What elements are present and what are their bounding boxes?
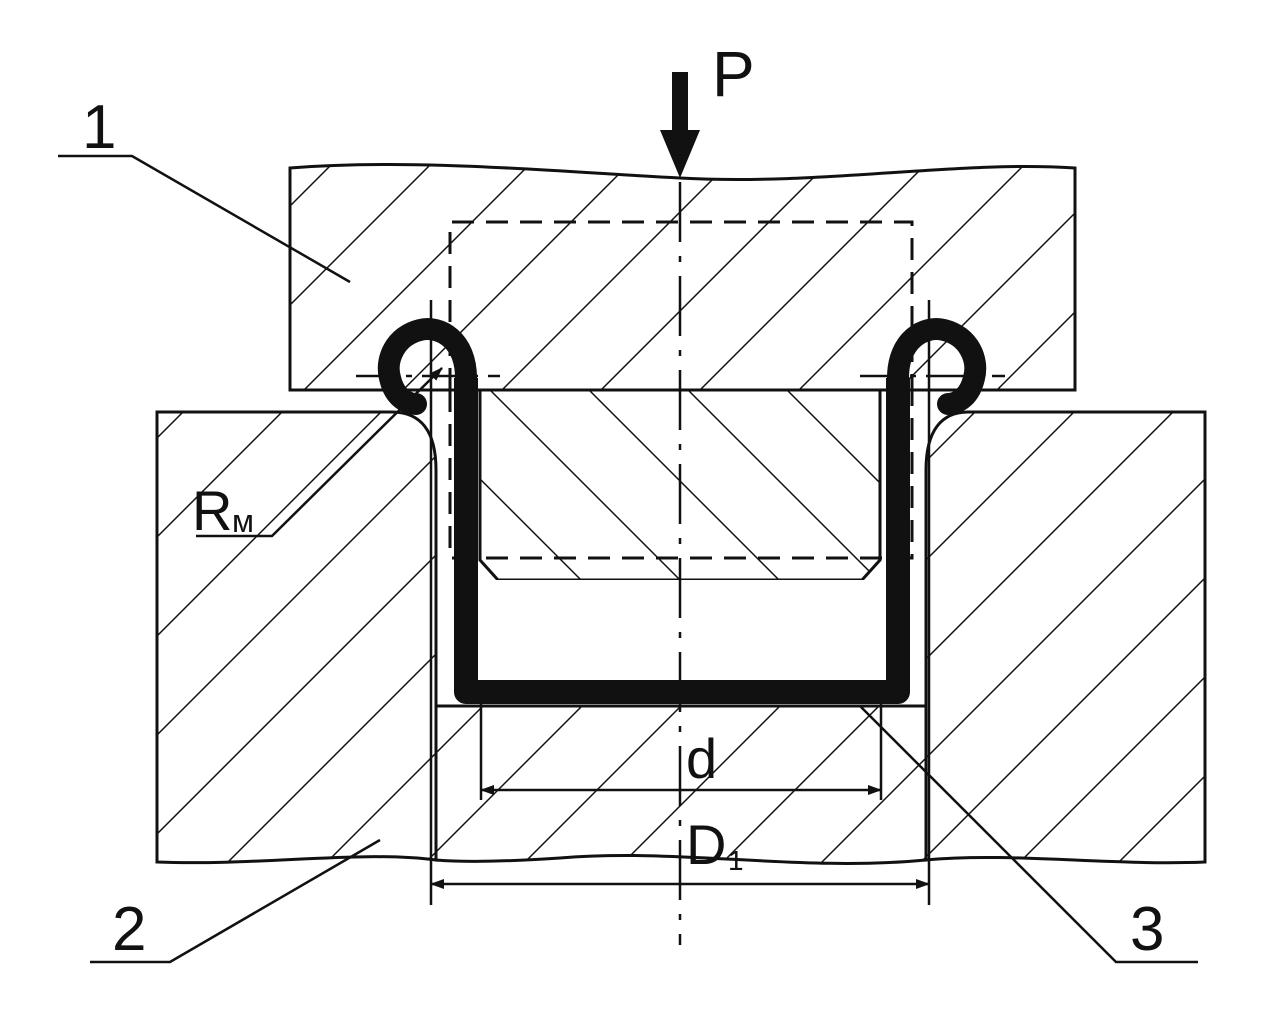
punch-dashed-outline — [448, 220, 914, 560]
leader-3: 3 — [859, 705, 1198, 964]
leader-2: 2 — [90, 838, 381, 964]
leader-radius: R м — [192, 367, 443, 542]
outer-diameter-label: D — [686, 813, 726, 876]
force-label: P — [712, 38, 755, 110]
cup-right-curl — [887, 318, 987, 415]
die-number-label: 2 — [112, 895, 146, 964]
workpiece-cup — [377, 318, 987, 704]
leader-1: 1 — [58, 93, 351, 284]
die-right-body — [924, 410, 1207, 865]
radius-label: R — [192, 479, 232, 542]
inner-diameter-label: d — [686, 727, 717, 790]
radius-subscript: м — [232, 503, 254, 539]
punch-number-label: 1 — [82, 93, 116, 162]
punch — [288, 163, 1077, 582]
force-arrow: P — [660, 38, 755, 178]
cup-wall — [454, 378, 910, 704]
dimension-D1: D 1 — [430, 813, 930, 889]
center-lines — [356, 182, 1005, 945]
punch-body — [288, 163, 1077, 392]
workpiece-number-label: 3 — [1130, 895, 1164, 964]
cup-left-curl — [377, 318, 477, 415]
outer-diameter-subscript: 1 — [728, 845, 744, 876]
die-left-body — [155, 410, 438, 865]
dimension-d: d — [480, 727, 882, 795]
